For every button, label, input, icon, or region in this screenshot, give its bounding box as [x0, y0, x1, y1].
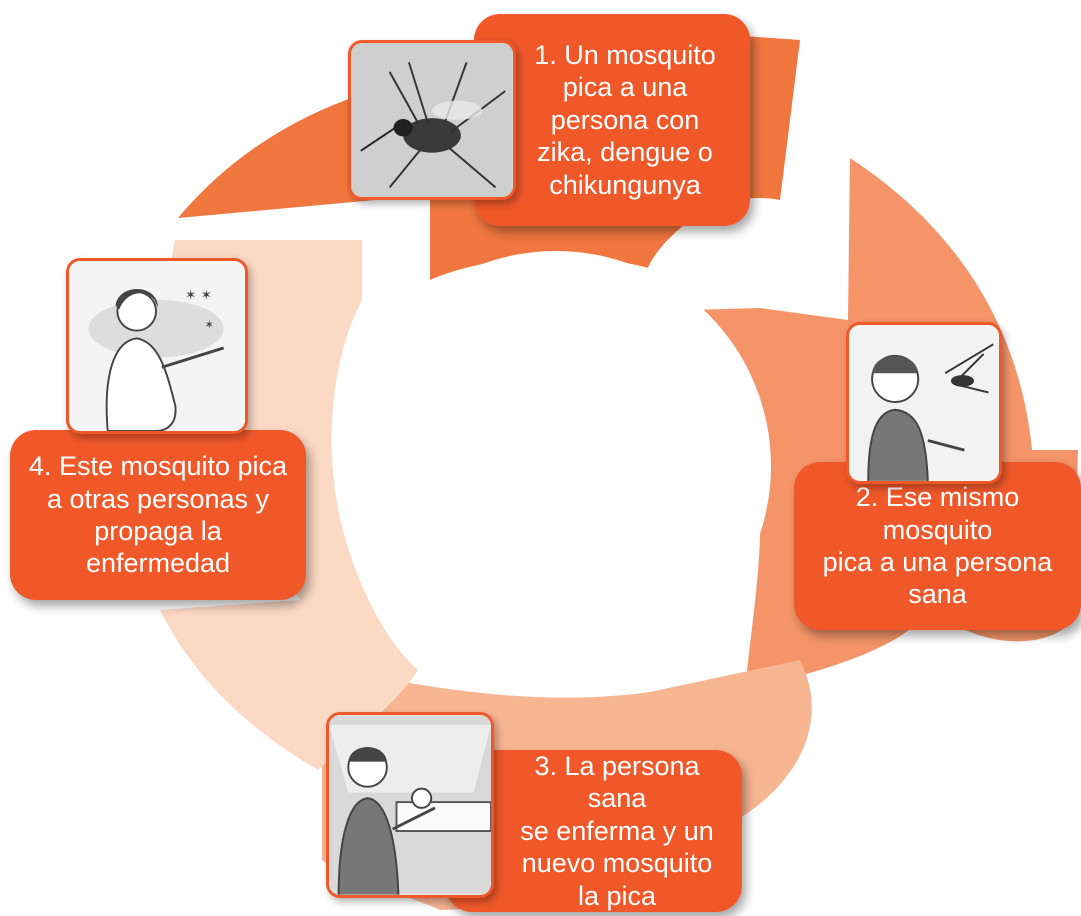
step-3-line: nuevo mosquito: [521, 848, 713, 879]
sick-person-bed-icon: [329, 715, 491, 895]
step-2-line: sana: [908, 579, 967, 610]
step-1-line: pica a una: [562, 72, 688, 103]
svg-text:✶: ✶: [204, 318, 214, 332]
step-3-line: la pica: [577, 880, 657, 911]
step-4-card: 4. Este mosquito pica a otras personas y…: [10, 430, 306, 600]
step-2-line: pica a una persona: [822, 547, 1053, 577]
woman-bitten-illustration: [846, 322, 1002, 484]
step-3-card: 3. La persona sana se enferma y un nuevo…: [446, 750, 742, 912]
step-3-line: se enferma y un: [520, 815, 714, 846]
svg-text:✶ ✶: ✶ ✶: [185, 288, 212, 304]
step-1-card: 1. Un mosquito pica a una persona con zi…: [474, 14, 750, 226]
step-1-line: persona con: [550, 104, 700, 135]
mosquito-photo: [348, 40, 516, 200]
step-4-line: 4. Este mosquito pica: [28, 451, 288, 482]
step-3-text: 3. La persona sana se enferma y un nuevo…: [506, 750, 728, 912]
mosquito-icon: [351, 43, 513, 197]
pregnant-woman-swatting-illustration: ✶ ✶ ✶: [66, 258, 248, 434]
step-1-text: 1. Un mosquito pica a una persona con zi…: [534, 39, 716, 201]
step-3-line: 3. La persona sana: [534, 751, 700, 814]
step-2-card: 2. Ese mismo mosquito pica a una persona…: [794, 462, 1081, 630]
woman-bitten-icon: [849, 325, 999, 481]
step-4-text: 4. Este mosquito pica a otras personas y…: [24, 450, 292, 580]
step-1-line: chikungunya: [549, 169, 701, 200]
step-2-text: 2. Ese mismo mosquito pica a una persona…: [808, 481, 1067, 611]
pregnant-woman-swatting-icon: ✶ ✶ ✶: [69, 261, 245, 431]
step-4-line: propaga la enfermedad: [85, 516, 231, 579]
step-1-line: 1. Un mosquito: [534, 40, 716, 71]
step-2-line: 2. Ese mismo mosquito: [855, 482, 1020, 545]
step-1-line: zika, dengue o: [537, 137, 713, 168]
sick-person-bed-illustration: [326, 712, 494, 898]
step-4-line: a otras personas y: [46, 483, 270, 514]
